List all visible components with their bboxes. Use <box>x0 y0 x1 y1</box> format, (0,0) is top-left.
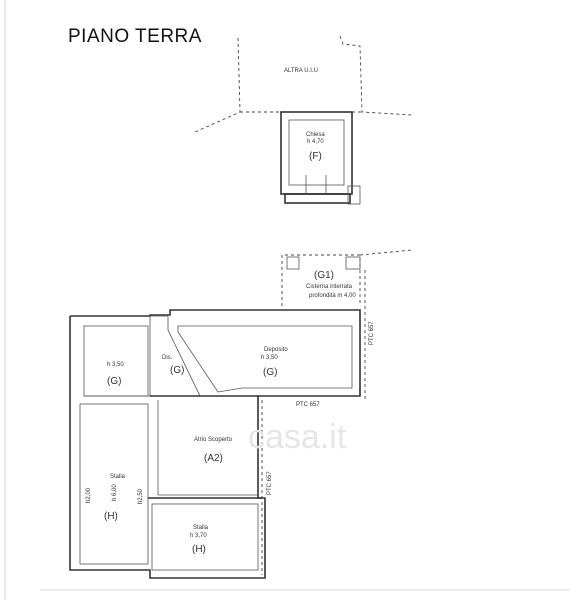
chiesa-height: h 4,70 <box>307 139 324 145</box>
dis-label: Dis. <box>162 355 173 361</box>
stalla-left-code: (H) <box>104 511 118 522</box>
watermark-text: casa.it <box>248 418 347 456</box>
stalla-right-code: (H) <box>192 544 206 555</box>
altra-uiu-label: ALTRA U.I.U <box>284 68 318 74</box>
deposito-label: Deposito <box>264 347 288 353</box>
stalla-left-side-height-1: h2,00 <box>86 487 92 503</box>
ptc-label-3: PTC 657 <box>267 471 273 495</box>
stalla-right-height: h 3,70 <box>190 533 207 539</box>
cisterna-room <box>281 249 413 306</box>
dis-code: (G) <box>170 365 184 376</box>
stalla-left-side-height-2: h2,50 <box>138 488 144 504</box>
room-g-height: h 3,50 <box>107 362 124 368</box>
atrio-code: (A2) <box>204 453 223 464</box>
altra-uiu-left-boundary <box>194 37 241 133</box>
chiesa-code: (F) <box>309 151 322 162</box>
chiesa-label: Chiesa <box>306 132 325 138</box>
altra-uiu-right-boundary <box>339 35 413 116</box>
ptc-label-2: PTC 657 <box>296 402 320 408</box>
cisterna-depth: profondità m 4,00 <box>309 293 356 299</box>
page-title: PIANO TERRA <box>68 26 202 47</box>
deposito-height: h 3,50 <box>261 355 278 361</box>
cisterna-desc: Cisterna interrata <box>306 284 353 290</box>
cisterna-code: (G1) <box>314 270 334 281</box>
stalla-right-label: Stalla <box>193 525 209 531</box>
room-g-code: (G) <box>107 376 121 387</box>
stalla-left-height: h 6,00 <box>112 484 118 501</box>
atrio-label: Atrio Scoperto <box>194 437 233 443</box>
chiesa-room <box>280 111 361 205</box>
ptc-label-1: PTC 657 <box>369 321 375 345</box>
stalla-left-label: Stalla <box>110 474 126 480</box>
main-building <box>69 309 361 579</box>
deposito-code: (G) <box>263 367 277 378</box>
